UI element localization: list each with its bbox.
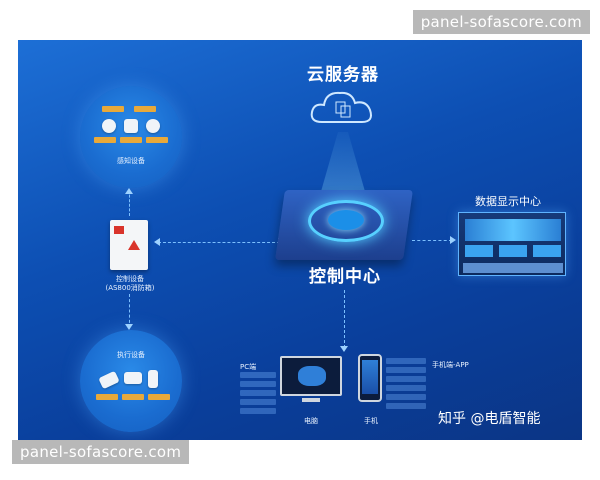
warning-triangle-icon [128,240,140,250]
arrow-left-icon [154,238,160,246]
heat-detector-icon [146,119,160,133]
arrow-right-icon [450,236,456,244]
display-screen [465,245,493,257]
watermark-top: panel-sofascore.com [412,10,590,34]
display-screen [499,245,527,257]
cloud-icon [310,91,372,123]
display-wall [458,212,566,276]
diagram-canvas: 感知设备 执行设备 控制设备 (AS800消防箱) 云服务器 控制中心 [18,40,582,440]
phone-label: 手机 [364,417,378,425]
execute-devices-label: 执行设备 [117,351,145,359]
alarm-bell-icon [98,370,120,390]
link-control-execute [129,294,130,328]
arrow-up-icon [125,188,133,194]
pc-stand [302,398,320,402]
phone-feature-list [386,358,426,412]
device-tag [120,137,142,143]
control-center-title: 控制中心 [309,267,381,287]
link-sense-control [129,190,130,216]
camera-icon [124,372,142,384]
device-tag [134,106,156,112]
phone-device [358,354,382,402]
control-center-ring-inner [328,210,364,230]
device-tag [96,394,118,400]
console-desk [463,263,563,273]
phone-side-label: 手机端-APP [432,361,469,369]
control-device-sublabel: (AS800消防箱) [105,284,155,292]
device-tag [148,394,170,400]
control-device-label: 控制设备 [116,275,144,283]
valve-icon [148,370,158,388]
brand-text: 知乎 @电盾智能 [438,411,541,427]
gas-detector-icon [124,119,138,133]
device-tag [102,106,124,112]
pc-label: 电脑 [304,417,318,425]
execute-devices-circle: 执行设备 [80,330,182,432]
display-screen-main [465,219,561,241]
watermark-bottom: panel-sofascore.com [12,440,190,464]
data-display-title: 数据显示中心 [475,195,541,208]
pc-side-label: PC端 [240,363,257,371]
control-panel-display [114,226,124,234]
pc-monitor [280,356,342,396]
arrow-down-icon [125,324,133,330]
control-device-box [110,220,148,270]
sense-devices-circle: 感知设备 [80,86,182,188]
pc-feature-list [240,372,276,417]
device-tag [122,394,144,400]
link-center-display [412,240,452,241]
link-control-center [158,242,280,243]
arrow-down-icon [340,346,348,352]
display-screen [533,245,561,257]
sense-devices-label: 感知设备 [117,157,145,165]
cloud-server-title: 云服务器 [307,65,379,85]
smoke-detector-icon [102,119,116,133]
control-center-ring-outer [308,200,384,242]
pc-map [298,366,326,386]
phone-screen [362,360,378,394]
device-tag [146,137,168,143]
link-center-terminals [344,290,345,348]
device-tag [94,137,116,143]
